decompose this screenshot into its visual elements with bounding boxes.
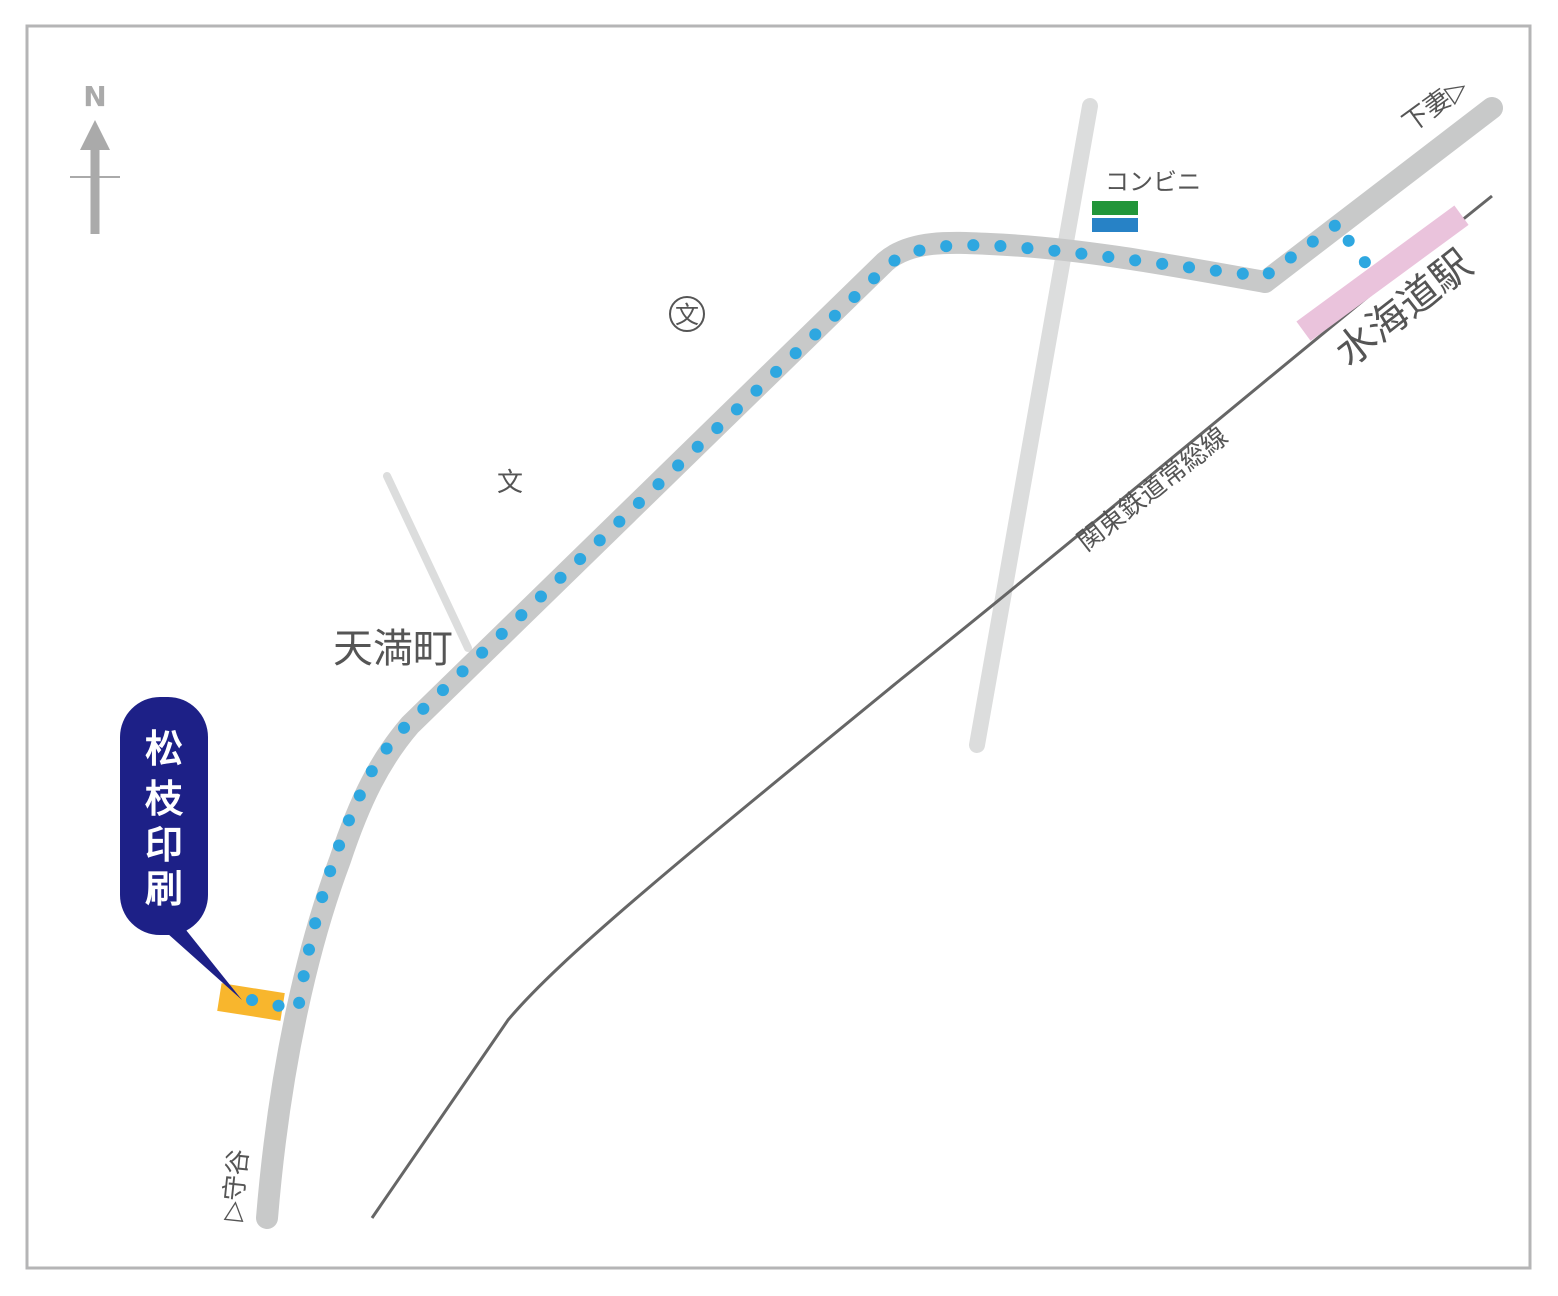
direction-moriya-label: ▷守谷 bbox=[217, 1148, 254, 1223]
north-arrow-head bbox=[80, 120, 110, 150]
town-label: 天満町 bbox=[333, 626, 453, 672]
destination-callout bbox=[120, 697, 208, 935]
school-label: 文 bbox=[497, 468, 523, 498]
north-label: N bbox=[83, 80, 106, 113]
railway-line bbox=[370, 194, 1493, 1219]
school-circle-icon bbox=[669, 296, 705, 332]
school-circle-label: 文 bbox=[675, 301, 699, 329]
destination-name-char-3: 印 bbox=[145, 823, 183, 867]
destination-name-char-4: 刷 bbox=[145, 867, 183, 911]
destination-name-char-2: 枝 bbox=[145, 777, 184, 821]
destination-name-char-1: 松 bbox=[145, 727, 183, 771]
north-arrow: N bbox=[70, 80, 120, 234]
map-frame bbox=[25, 24, 1532, 1270]
minor-road-tenmancho bbox=[383, 472, 472, 652]
callout-pointer bbox=[158, 925, 242, 1000]
minor-road-north-south bbox=[969, 98, 1098, 753]
convenience-store-stripe-bottom bbox=[1092, 218, 1138, 232]
station-platform bbox=[1296, 205, 1469, 341]
convenience-store-stripe-top bbox=[1092, 201, 1138, 215]
convenience-store-label: コンビニ bbox=[1105, 168, 1201, 196]
